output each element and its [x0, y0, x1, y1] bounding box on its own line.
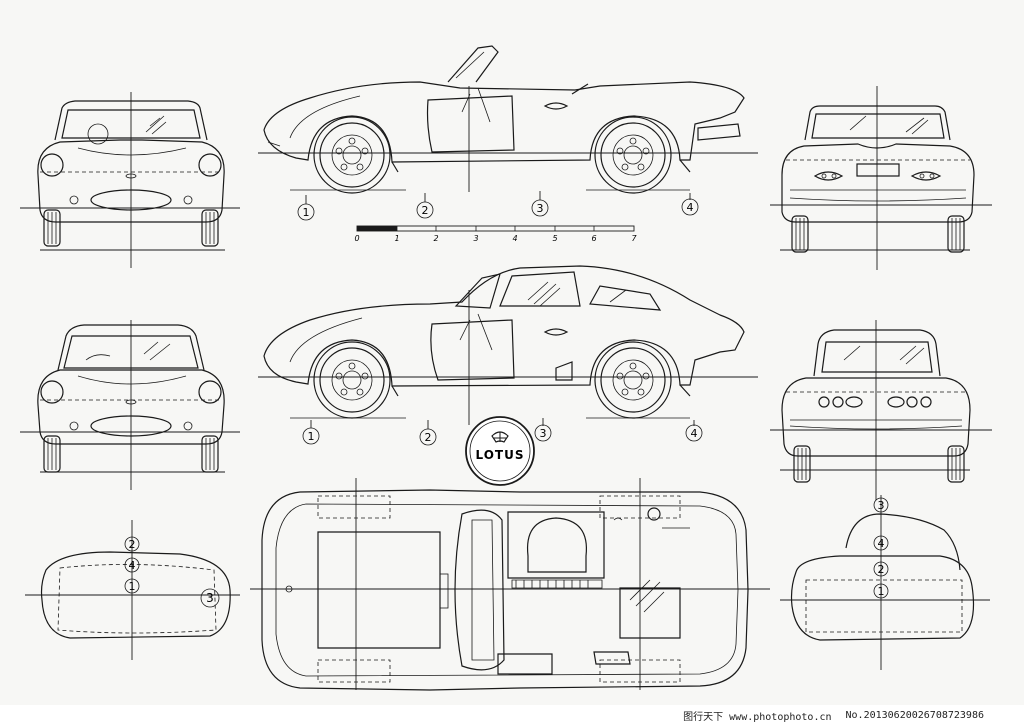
marker-2: 2 [129, 538, 136, 551]
rear-view-roadster [770, 86, 992, 270]
marker-4: 4 [129, 559, 136, 572]
scale-tick-2: 2 [433, 234, 438, 243]
front-view-coupe [20, 320, 240, 490]
marker-4: 4 [691, 427, 698, 440]
section-markers-row1: 1 2 3 4 [297, 191, 699, 221]
scale-tick-3: 3 [473, 234, 478, 243]
marker-1: 1 [129, 580, 136, 593]
top-plan-view [250, 478, 770, 691]
marker-3: 3 [206, 591, 214, 605]
marker-2: 2 [425, 431, 432, 444]
marker-4: 4 [878, 537, 885, 550]
marker-2: 2 [878, 563, 885, 576]
scale-tick-4: 4 [512, 234, 517, 243]
marker-3: 3 [537, 202, 544, 215]
scale-tick-1: 1 [394, 234, 399, 243]
scale-bar: 0 1 2 3 4 5 6 7 [354, 225, 637, 243]
logo-text: LOTUS [476, 448, 525, 462]
rear-view-coupe [770, 320, 992, 500]
section-markers-row2: 1 2 3 4 [302, 418, 703, 446]
watermark-footer: 图行天下 www.photophoto.cn No.20130620026708… [0, 705, 1024, 725]
front-view-roadster [20, 92, 240, 268]
marker-2: 2 [422, 204, 429, 217]
side-view-coupe [258, 265, 758, 425]
marker-4: 4 [687, 201, 694, 214]
marker-1: 1 [303, 206, 310, 219]
marker-3: 3 [540, 427, 547, 440]
scale-tick-0: 0 [354, 234, 359, 243]
scale-tick-6: 6 [591, 234, 596, 243]
scale-tick-5: 5 [552, 234, 557, 243]
marker-1: 1 [308, 430, 315, 443]
lotus-logo: LOTUS [465, 416, 535, 486]
watermark-number: No.20130620026708723986 [845, 709, 984, 721]
side-view-roadster [258, 45, 758, 194]
cross-section-rear: 3 4 2 1 [780, 495, 990, 670]
marker-1: 1 [878, 585, 885, 598]
cross-section-front: 2 4 1 3 [25, 520, 240, 660]
marker-3: 3 [878, 499, 885, 512]
scale-tick-7: 7 [631, 234, 637, 243]
watermark-site: 图行天下 www.photophoto.cn [683, 711, 832, 723]
